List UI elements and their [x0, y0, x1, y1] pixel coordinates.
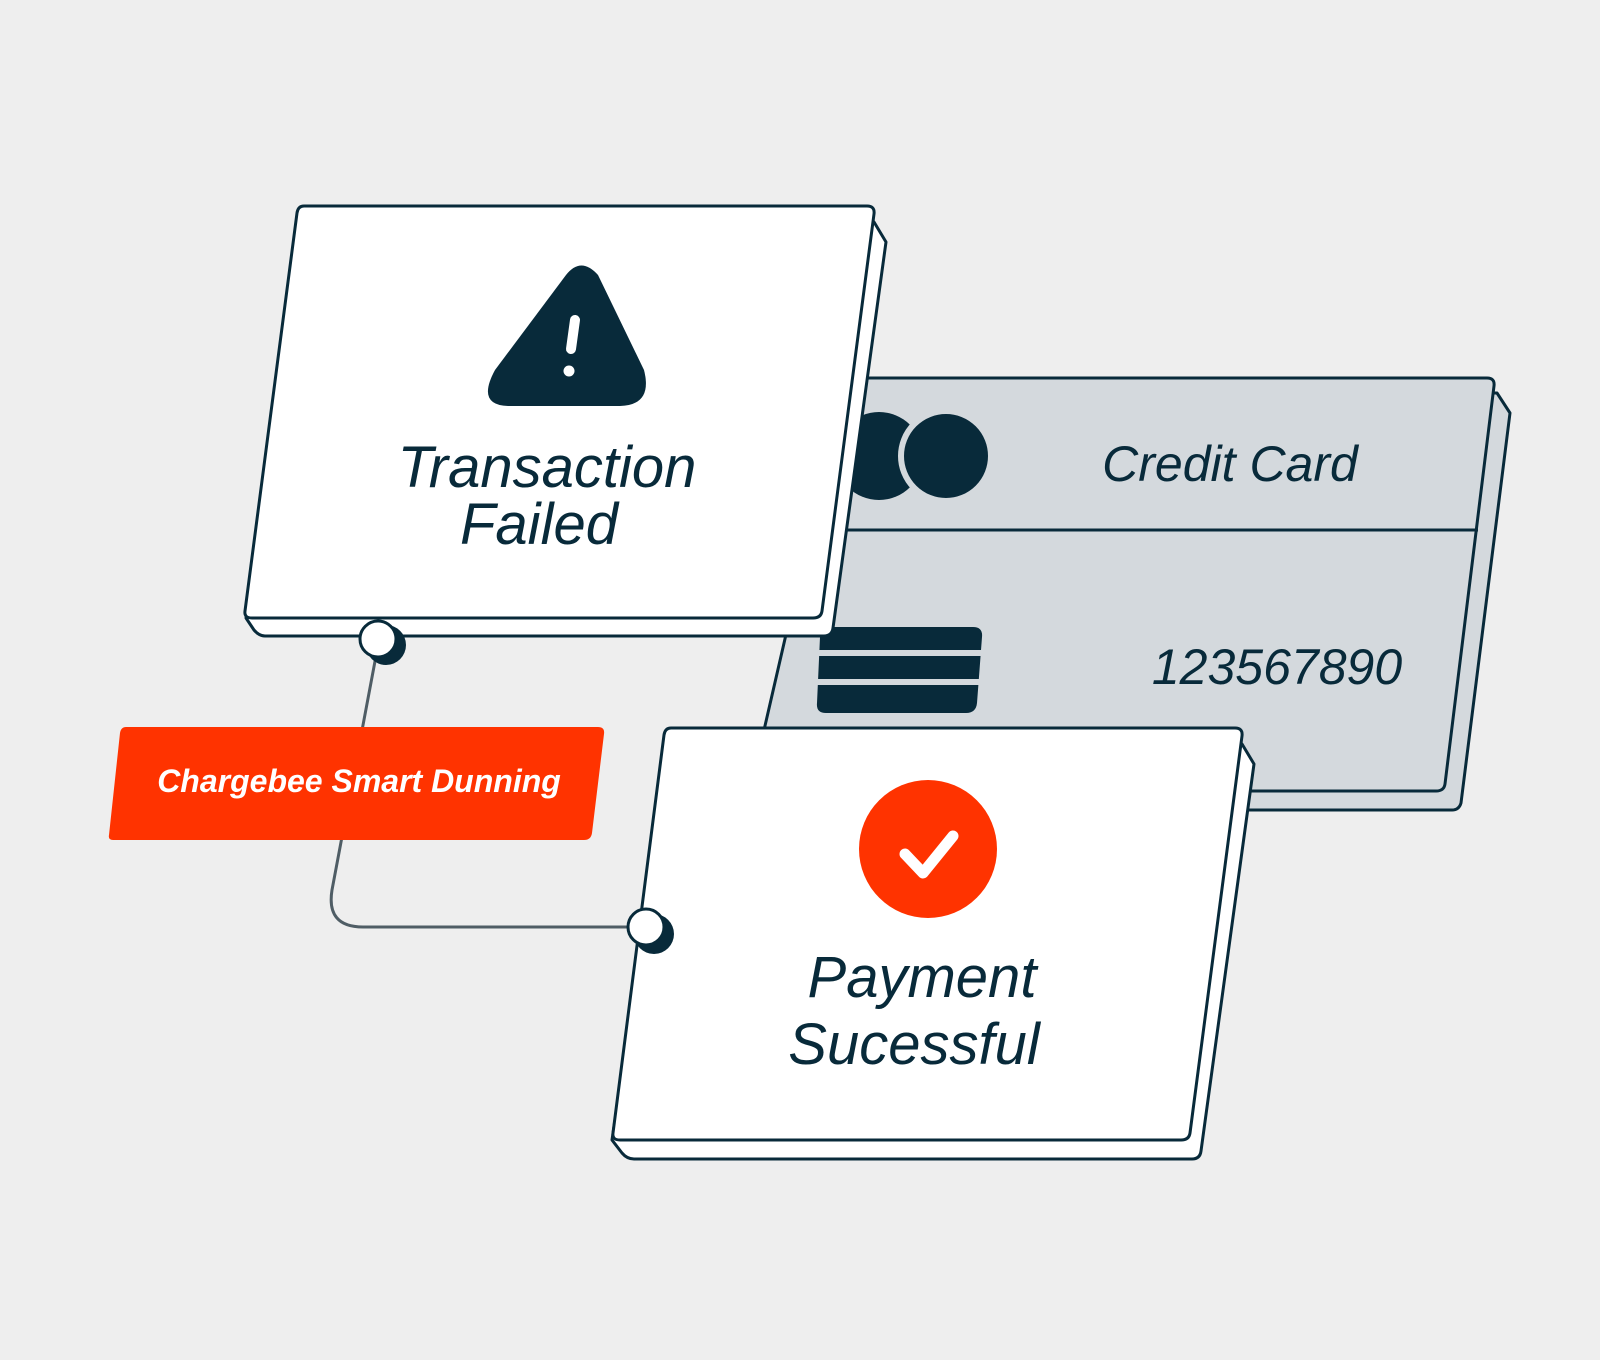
failed-card-face — [243, 204, 876, 620]
transaction-failed-card: Transaction Failed — [243, 204, 888, 638]
success-title-line1: Payment — [808, 945, 1040, 1010]
warning-triangle-icon — [487, 265, 646, 406]
payment-success-card: Payment Sucessful — [610, 726, 1256, 1161]
connector-line — [329, 639, 640, 929]
credit-card: Credit Card 123567890 — [748, 376, 1512, 812]
failed-title-line1: Transaction — [398, 435, 697, 500]
failed-title-line2: Failed — [460, 492, 620, 557]
credit-card-number: 123567890 — [1152, 639, 1402, 695]
connector-node-bottom — [626, 907, 674, 954]
smart-dunning-badge: Chargebee Smart Dunning — [108, 727, 605, 840]
success-title-line2: Sucessful — [788, 1012, 1042, 1077]
smart-dunning-label: Chargebee Smart Dunning — [157, 763, 561, 799]
card-chip-icon — [812, 627, 990, 713]
success-card-face — [611, 726, 1244, 1142]
connector-node-top — [358, 619, 406, 665]
credit-card-title: Credit Card — [1102, 436, 1360, 492]
checkmark-circle-icon — [859, 780, 997, 918]
